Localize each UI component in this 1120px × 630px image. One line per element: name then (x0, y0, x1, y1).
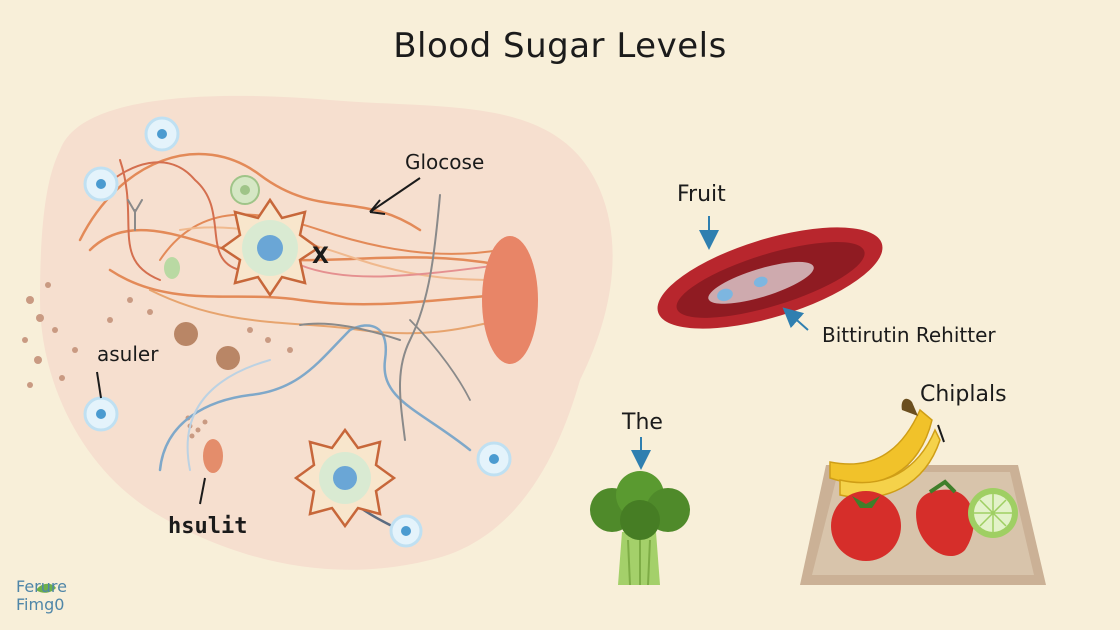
body-tissue-blob (40, 95, 613, 570)
leaf-blob (164, 257, 180, 279)
star-cell-top (219, 197, 321, 298)
label-hsulit: hsulit (168, 514, 248, 539)
label-the: The (622, 410, 663, 435)
organ-shape (482, 236, 538, 364)
star-cell-bottom (293, 427, 397, 529)
broccoli-illustration (590, 471, 690, 586)
particle-dots (22, 282, 293, 439)
tomato (831, 491, 901, 561)
glucose-pointer (369, 177, 421, 215)
brand-logo: Ferure Fimg0 (16, 577, 67, 614)
brown-cell-2 (216, 346, 240, 370)
blue-cell-nodes (83, 116, 512, 548)
cross-mark: X (312, 244, 329, 269)
label-glucose: Glocose (405, 150, 485, 174)
label-asuler: asuler (97, 342, 159, 366)
blue-arrows (631, 216, 945, 470)
asuler-pointer (96, 371, 102, 399)
brown-cell-1 (174, 322, 198, 346)
fruit-tray (800, 398, 1046, 585)
blood-vessel (657, 227, 883, 329)
logo-leaf-icon (36, 583, 56, 593)
hsulit-pointer (199, 477, 206, 505)
label-vessel: Bittirutin Rehitter (822, 323, 996, 347)
label-fruit: Fruit (677, 182, 726, 207)
label-chiplals: Chiplals (920, 382, 1007, 407)
small-flower-cell (230, 175, 260, 205)
insulin-capsule (203, 439, 223, 473)
diagram-title: Blood Sugar Levels (393, 26, 727, 66)
